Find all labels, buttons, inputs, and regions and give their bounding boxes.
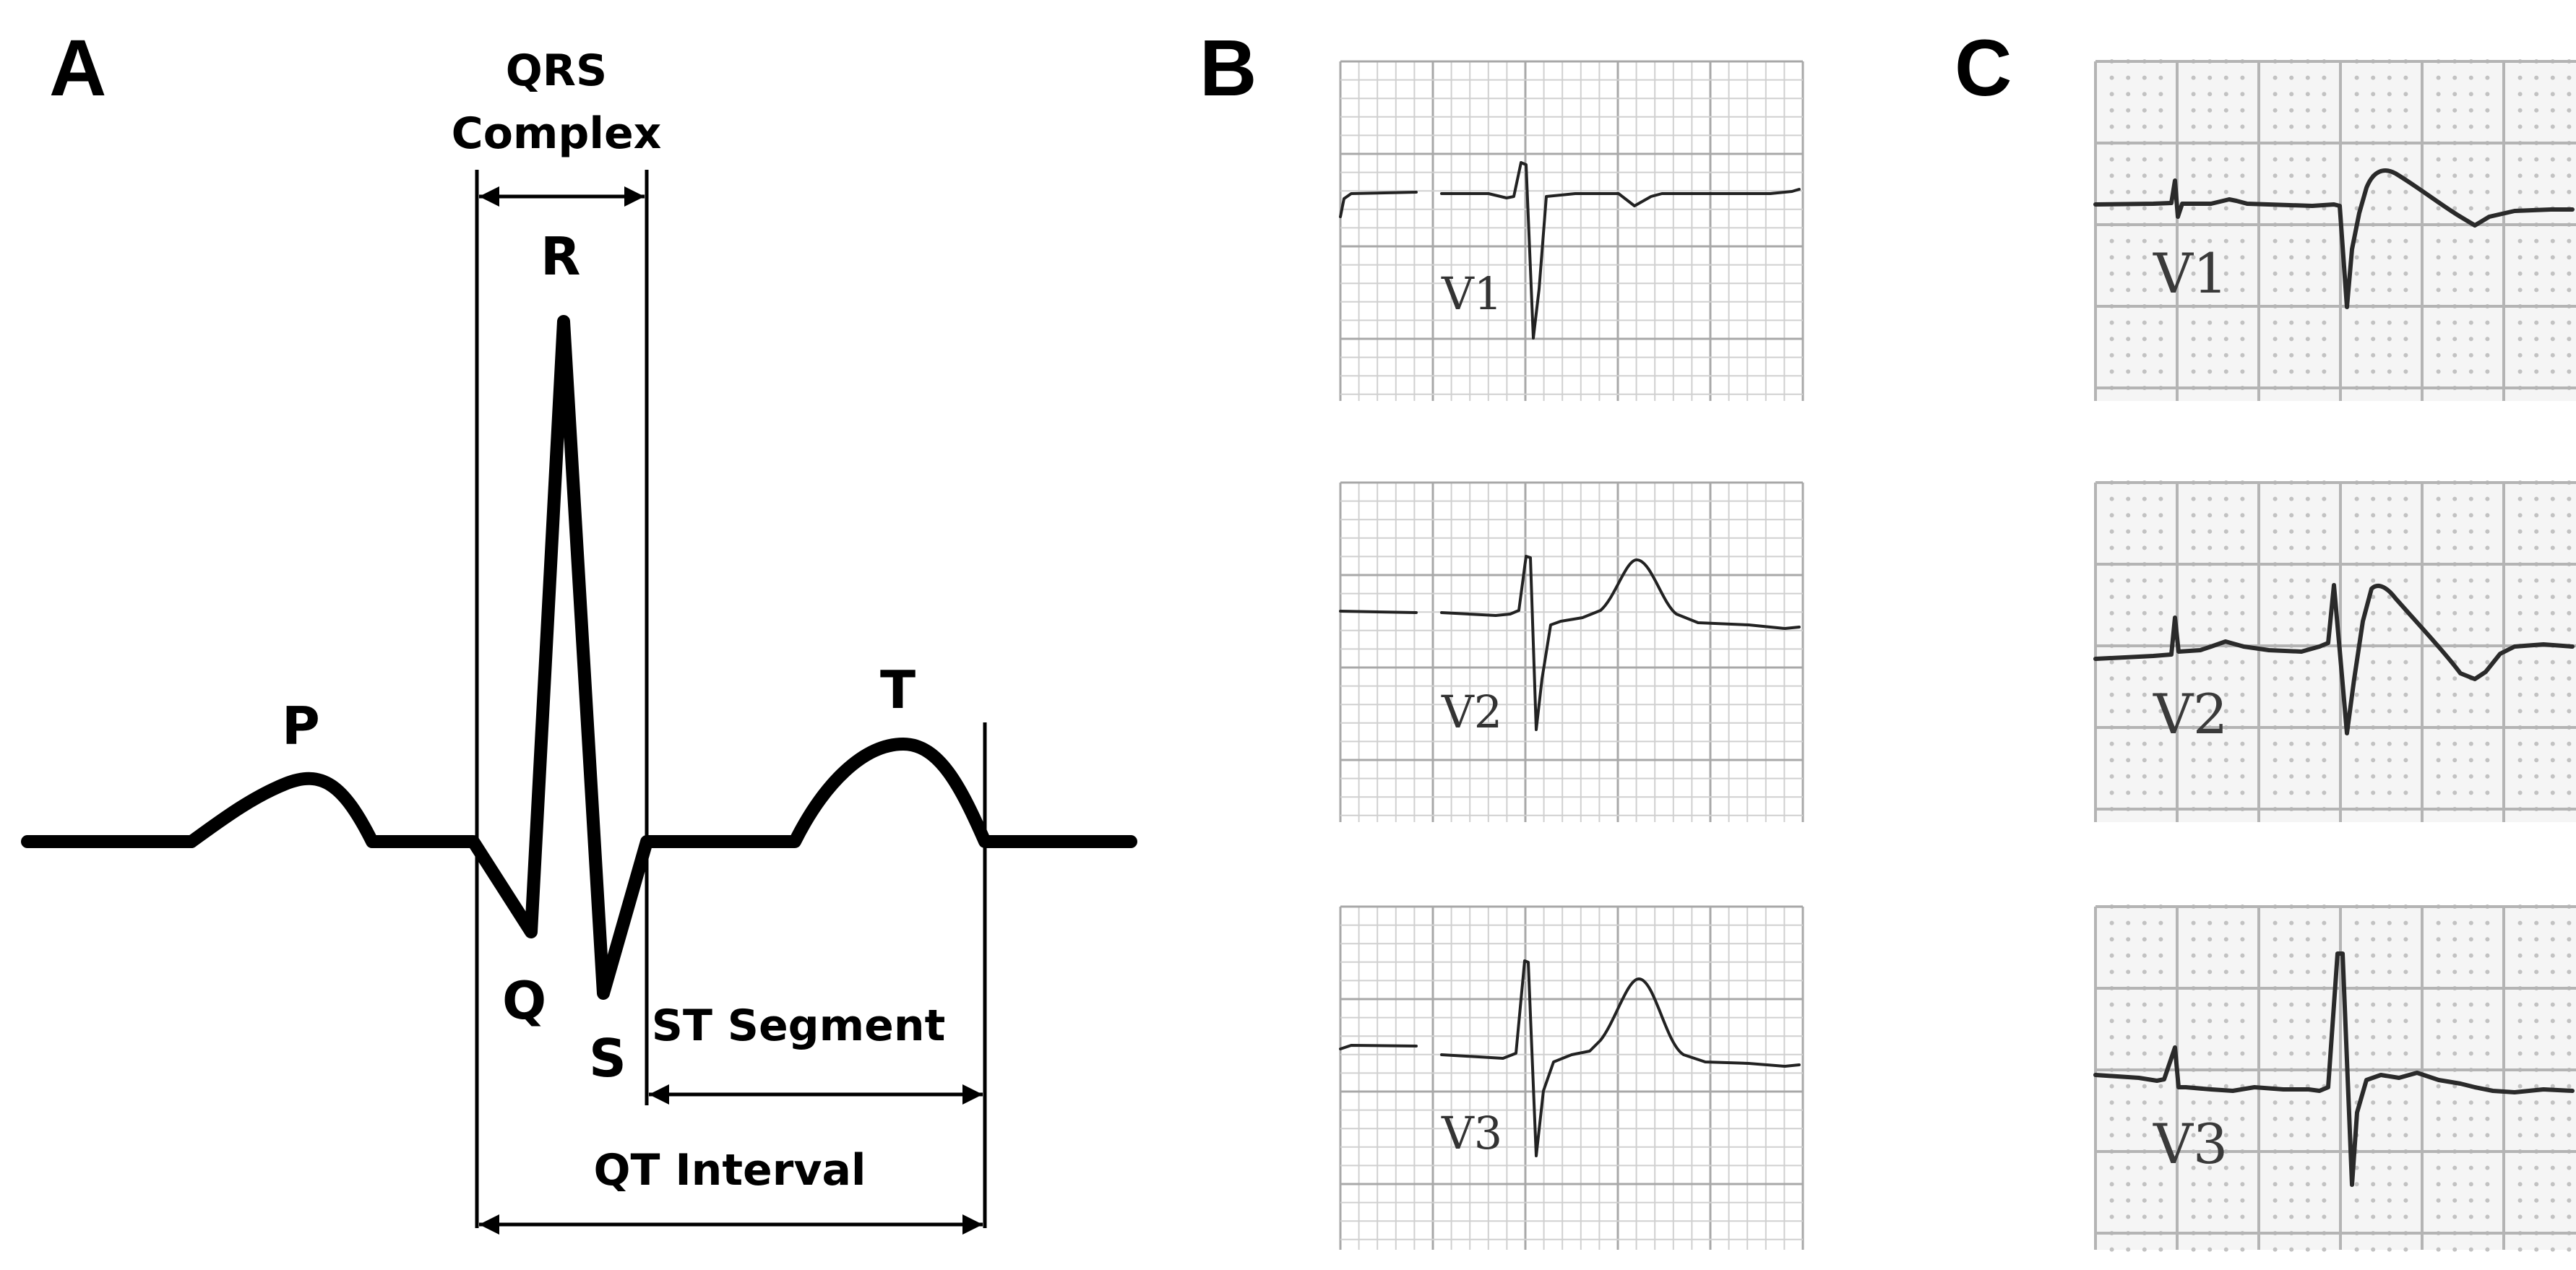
- panel-b-v2-label: V2: [1441, 686, 1502, 738]
- panel-b-letter: B: [1199, 24, 1257, 113]
- qrs-label-line2: Complex: [452, 108, 662, 159]
- qt-interval-label: QT Interval: [594, 1145, 866, 1196]
- s-wave-label: S: [589, 1028, 626, 1089]
- panel-c-v3-label: V3: [2153, 1112, 2228, 1176]
- panel-c-v3-trace: [2093, 951, 2575, 1187]
- panel-b-v2-grid: [1339, 481, 1804, 822]
- panel-c-v1-label: V1: [2153, 241, 2228, 306]
- panel-a-letter: A: [49, 24, 106, 113]
- r-wave-label: R: [540, 226, 580, 287]
- panel-b-v3-trace: [1339, 959, 1801, 1157]
- panel-b: B V1 V2 V3: [1199, 24, 1804, 1250]
- ecg-waveform: [21, 315, 1137, 1000]
- q-wave-label: Q: [502, 970, 546, 1031]
- panel-b-v1-trace: [1339, 161, 1801, 340]
- panel-c-v2-trace: [2093, 583, 2575, 735]
- panel-c-v1-grid: [2094, 59, 2576, 401]
- panel-c-v1-trace: [2093, 168, 2575, 309]
- panel-b-v2-trace: [1339, 555, 1801, 731]
- t-wave-label: T: [880, 660, 916, 720]
- qrs-label-line1: QRS: [506, 46, 607, 96]
- panel-b-v3-grid: [1339, 905, 1804, 1250]
- p-wave-label: P: [282, 696, 320, 756]
- panel-c-v2-label: V2: [2153, 682, 2228, 746]
- panel-b-grids: [1339, 60, 1804, 1250]
- panel-b-v1-grid: [1339, 60, 1804, 401]
- panel-c-v2-grid: [2094, 480, 2576, 822]
- panel-c: C V1 V2 V3: [1955, 24, 2576, 1252]
- st-segment-label: ST Segment: [652, 1001, 946, 1051]
- panel-a: A P R Q S T QRS Complex ST Segment QT In…: [21, 24, 1137, 1235]
- panel-b-v3-label: V3: [1441, 1107, 1502, 1159]
- panel-b-v1-label: V1: [1441, 267, 1502, 320]
- panel-c-letter: C: [1955, 24, 2012, 113]
